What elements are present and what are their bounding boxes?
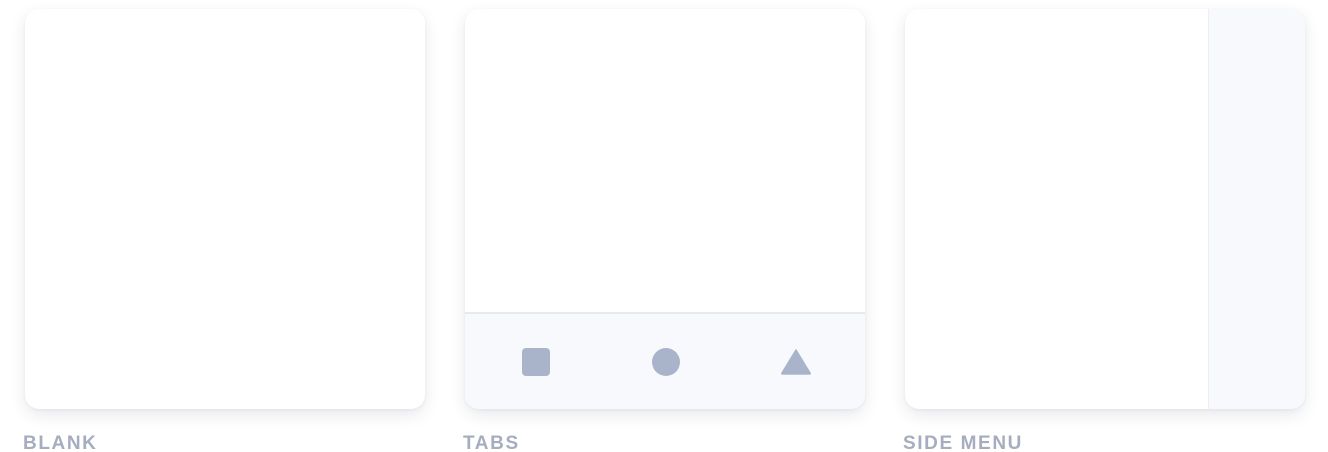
square-icon: [521, 347, 550, 376]
triangle-icon: [780, 348, 812, 376]
template-blank[interactable]: BLANK: [23, 9, 425, 452]
preview-tab-bar: [465, 312, 865, 409]
template-sidemenu-label: SIDE MENU: [903, 433, 1023, 452]
template-tabs[interactable]: TABS: [463, 9, 865, 452]
preview-tab-1: [469, 314, 602, 409]
template-tabs-label: TABS: [463, 433, 520, 452]
template-blank-label: BLANK: [23, 433, 98, 452]
template-sidemenu-preview[interactable]: [905, 9, 1305, 409]
preview-side-panel: [1208, 9, 1305, 409]
preview-tab-2: [599, 314, 732, 409]
template-blank-preview[interactable]: [25, 9, 425, 409]
template-sidemenu[interactable]: SIDE MENU: [903, 9, 1305, 452]
circle-icon: [651, 347, 680, 376]
template-tabs-preview[interactable]: [465, 9, 865, 409]
preview-tab-3: [729, 314, 862, 409]
